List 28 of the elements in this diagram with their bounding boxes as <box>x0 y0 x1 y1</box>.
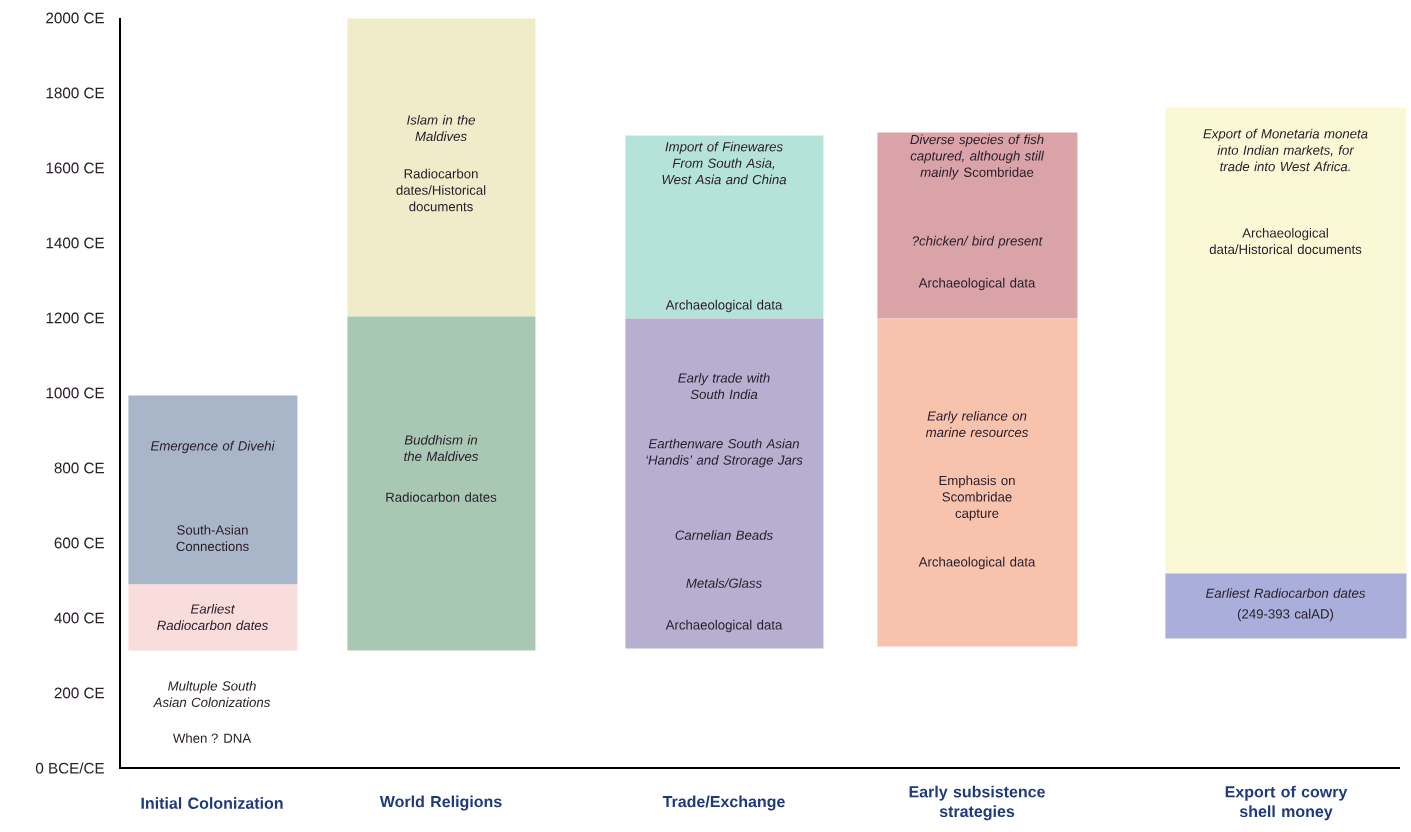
period-box: Early trade with South India Earthenware South Asian ‘Handis’ and Strorage Jars Carnelian Beads Metals/Glass Archaeological data <box>625 318 824 649</box>
period-box: Diverse species of fish captured, although still mainly Scombridae ?chicken/ bird present Archaeological data <box>877 132 1078 319</box>
period-box: Buddhism in the Maldives Radiocarbon dates <box>347 316 536 651</box>
axis-label: 1200 CE <box>46 312 104 324</box>
axis-label: 1000 CE <box>46 387 104 399</box>
period-box: Import of Finewares From South Asia, West Asia and China Archaeological data <box>625 135 824 319</box>
axis-label: 400 CE <box>54 612 104 624</box>
column-label: Export of cowry shell money <box>1225 785 1348 821</box>
note-text: Multuple South Asian Colonizations <box>153 680 271 708</box>
axis-label: 0 BCE/CE <box>35 762 104 774</box>
period-box: Earliest Radiocarbon dates <box>128 584 298 651</box>
period-box: Islam in the Maldives Radiocarbon dates/Historical documents <box>347 18 536 317</box>
period-box: Emergence of Divehi South-Asian Connections <box>128 395 298 585</box>
column-label: Early subsistence strategies <box>909 785 1045 821</box>
axis-label: 1600 CE <box>46 162 104 174</box>
axis-label: 1800 CE <box>46 87 104 99</box>
period-box: Early reliance on marine resources Emphasis on Scombridae capture Archaeological data <box>877 318 1078 647</box>
period-box: Earliest Radiocarbon dates (249-393 calAD) <box>1165 573 1407 639</box>
axis-label: 600 CE <box>54 537 104 549</box>
axis-label: 2000 CE <box>46 12 104 24</box>
axis-label: 200 CE <box>54 687 104 699</box>
period-box: Export of Monetaria moneta into Indian markets, for trade into West Africa. Archaeological data/Historical documents <box>1165 107 1407 574</box>
column-label: World Religions <box>379 795 502 811</box>
axis-label: 1400 CE <box>46 237 104 249</box>
axis-label: 800 CE <box>54 462 104 474</box>
note-text: When ? DNA <box>172 733 252 743</box>
column-label: Trade/Exchange <box>662 795 785 811</box>
column-label: Initial Colonization <box>141 797 283 809</box>
